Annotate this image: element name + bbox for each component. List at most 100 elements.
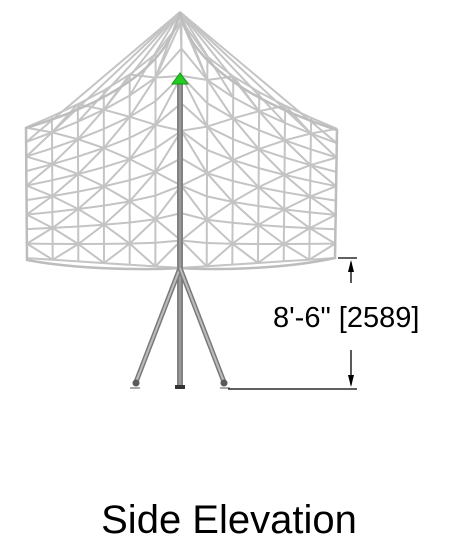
- mesh-edge: [77, 138, 105, 149]
- mesh-edge: [26, 184, 53, 198]
- mesh-edge: [258, 186, 285, 194]
- mesh-edge: [51, 173, 79, 197]
- mesh-edge: [129, 218, 157, 245]
- mesh-edge: [103, 223, 131, 245]
- mesh-edge: [206, 218, 234, 245]
- mesh-edge: [26, 163, 53, 173]
- mesh-edge: [206, 242, 234, 268]
- mesh-edge: [206, 201, 234, 221]
- mesh-edge: [77, 109, 105, 140]
- mesh-edge: [206, 79, 234, 119]
- mesh-edge: [258, 224, 285, 228]
- mesh-edge: [258, 205, 285, 211]
- mesh-edge: [231, 224, 259, 245]
- mesh-edge: [103, 185, 131, 203]
- mesh-edge: [284, 191, 311, 198]
- mesh-edge: [309, 211, 336, 216]
- mesh-edge: [232, 96, 260, 113]
- mesh-edge: [283, 195, 311, 211]
- mesh-edge: [129, 100, 157, 118]
- mesh-edge: [154, 171, 182, 187]
- mesh-edge: [129, 76, 157, 97]
- mesh-edge: [180, 218, 208, 242]
- mesh-edge: [180, 102, 208, 128]
- mesh-edge: [283, 225, 310, 230]
- mesh-edge: [206, 125, 234, 141]
- mesh-edge: [103, 158, 130, 169]
- mesh-edge: [129, 218, 156, 224]
- mesh-edge: [310, 148, 337, 159]
- mesh-edge: [309, 195, 337, 216]
- mesh-edge: [154, 20, 183, 55]
- mesh-edge: [25, 131, 53, 144]
- mesh-edge: [180, 212, 208, 221]
- mesh-edge: [310, 164, 337, 173]
- mesh-edge: [283, 208, 311, 229]
- mesh-edge: [155, 184, 182, 197]
- mesh-edge: [232, 180, 259, 189]
- mesh-edge: [26, 211, 53, 216]
- mesh-edge: [206, 242, 233, 245]
- mesh-edge: [258, 148, 286, 176]
- mesh-edge: [232, 138, 260, 151]
- mesh-edge: [103, 11, 181, 111]
- mesh-edge: [181, 125, 208, 132]
- mesh-edge: [232, 75, 260, 94]
- mesh-edge: [154, 218, 182, 242]
- mesh-edge: [128, 11, 181, 97]
- mesh-edge: [26, 226, 53, 231]
- mesh-edge: [26, 242, 54, 261]
- dimension-arrow-down-icon: [348, 375, 354, 387]
- mesh-edge: [310, 116, 338, 130]
- mesh-edge: [77, 243, 105, 264]
- mesh-edge: [232, 117, 260, 150]
- mesh-edge: [310, 132, 338, 159]
- mesh-edge: [309, 195, 337, 202]
- mesh-edge: [232, 117, 260, 132]
- mesh-edge: [309, 164, 337, 187]
- mesh-edge: [129, 200, 156, 221]
- mesh-edge: [206, 195, 233, 203]
- mesh-edge: [206, 102, 234, 120]
- mesh-edge: [283, 227, 311, 245]
- mesh-edge: [283, 243, 310, 261]
- mesh-edge: [25, 163, 53, 187]
- mesh-edge: [257, 243, 285, 264]
- mesh-edge: [103, 136, 131, 149]
- mesh-edge: [180, 172, 208, 187]
- mesh-edge: [129, 158, 156, 173]
- mesh-edge: [103, 116, 131, 149]
- mesh-edge: [206, 172, 234, 182]
- mesh-edge: [180, 184, 208, 221]
- mesh-edge: [26, 227, 54, 245]
- mesh-edge: [103, 147, 131, 161]
- mesh-edge: [77, 147, 105, 175]
- mesh-edge: [206, 148, 234, 162]
- mesh-edge: [103, 115, 131, 130]
- tripod-legs: [130, 267, 230, 389]
- mesh-edge: [232, 200, 259, 207]
- mesh-edge: [231, 242, 259, 264]
- mesh-edge: [284, 173, 311, 182]
- mesh-edge: [129, 242, 156, 268]
- mesh-edge: [232, 221, 259, 226]
- mesh-edge: [52, 225, 79, 229]
- mesh-edge: [257, 260, 284, 264]
- mesh-edge: [310, 179, 337, 188]
- mesh-edge: [103, 221, 130, 226]
- mesh-edge: [181, 239, 207, 244]
- mesh-edge: [206, 218, 233, 224]
- mesh-edge: [52, 173, 79, 182]
- mesh-edge: [52, 243, 79, 261]
- mesh-edge: [51, 227, 79, 245]
- mesh-edge: [206, 125, 234, 161]
- mesh-edge: [232, 159, 260, 188]
- drawing-title: Side Elevation: [101, 498, 357, 542]
- mesh-edge: [258, 129, 286, 142]
- anchor-right: [220, 379, 228, 387]
- mesh-edge: [284, 122, 312, 135]
- mesh-edge: [128, 77, 157, 118]
- mesh-edge: [232, 159, 259, 170]
- mesh-edge: [206, 263, 233, 268]
- mesh-edge: [283, 258, 310, 263]
